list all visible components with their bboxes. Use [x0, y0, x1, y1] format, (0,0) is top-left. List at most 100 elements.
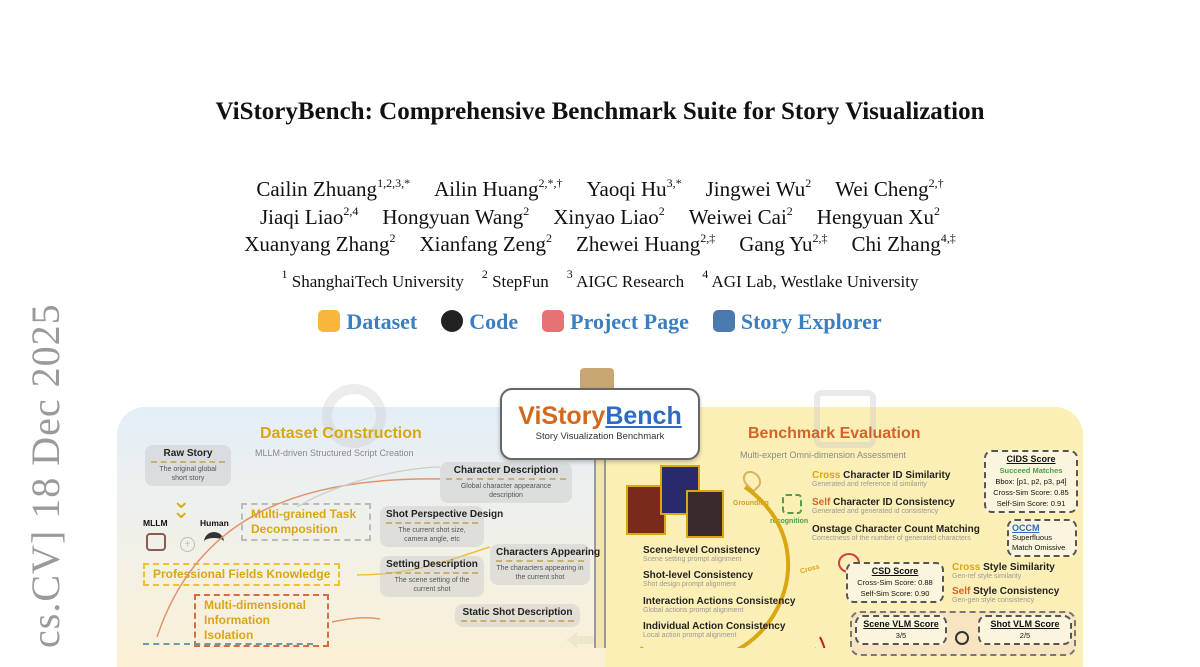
finder-icon: [814, 390, 876, 448]
author-name: Cailin Zhuang: [256, 177, 378, 201]
left-panel-subtitle: MLLM-driven Structured Script Creation: [255, 448, 414, 458]
author-affiliation-marks: 2: [389, 231, 396, 245]
affiliation-name: AIGC Research: [576, 272, 685, 291]
cross-arrow: [640, 485, 826, 648]
metric-title: Interaction Actions Consistency: [643, 596, 796, 607]
self-sim-score: Self-Sim Score: 0.91: [996, 499, 1066, 508]
affiliation: 1 ShanghaiTech University: [282, 268, 464, 291]
link-label: Story Explorer: [740, 309, 882, 334]
affiliation-name: AGI Lab, Westlake University: [711, 272, 919, 291]
arrow-left-icon: [566, 632, 594, 648]
affiliation-number: 4: [702, 267, 709, 281]
face-recognition-icon: [782, 494, 802, 514]
author-affiliation-marks: 1,2,3,*: [377, 176, 411, 190]
author-name: Chi Zhang: [851, 232, 941, 256]
link-label: Project Page: [570, 309, 689, 334]
author-name: Gang Yu: [739, 232, 813, 256]
mllm-label: MLLM: [143, 518, 168, 528]
story-image: [686, 490, 724, 538]
author-affiliation-marks: 4,‡: [940, 231, 956, 245]
logo-title-b: Bench: [605, 402, 682, 430]
author-affiliation-marks: 2: [934, 204, 941, 218]
metric-desc: Correctness of the number of generated c…: [812, 535, 971, 542]
metric-prefix: Cross: [812, 470, 841, 481]
author-name: Hongyuan Wang: [382, 205, 524, 229]
author: Gang Yu2,‡: [739, 232, 827, 256]
metric-title: Scene-level Consistency: [643, 545, 761, 556]
link-label: Dataset: [346, 309, 418, 334]
occm-label: Match Omissive: [1012, 543, 1066, 552]
affiliations: 1 ShanghaiTech University 2 StepFun 3 AIGC…: [0, 268, 1200, 292]
author: Cailin Zhuang1,2,3,*: [256, 177, 410, 201]
metric-desc: Global actions prompt alignment: [643, 607, 744, 614]
logo-subtitle: Story Visualization Benchmark: [535, 431, 665, 442]
metric-title: Individual Action Consistency: [643, 621, 786, 632]
logo-title-a: ViStory: [518, 402, 606, 430]
divider: [594, 407, 606, 648]
metric-title: Style Similarity: [980, 562, 1055, 573]
metric-prefix: Self: [952, 586, 971, 597]
affiliation: 3 AIGC Research: [567, 268, 685, 291]
box-title: Shot VLM Score: [990, 619, 1060, 629]
link-dataset[interactable]: Dataset: [318, 309, 417, 334]
card-desc: The scene setting of the current shot: [394, 577, 470, 593]
box-title: CIDS Score: [1006, 454, 1056, 464]
metric-title: Style Consistency: [970, 586, 1060, 597]
author-name: Xinyao Liao: [553, 205, 659, 229]
person-edit-icon: [204, 532, 224, 552]
card-title: Shot Perspective Design: [386, 509, 503, 524]
link-story-explorer[interactable]: Story Explorer: [712, 309, 882, 334]
cross-sim-score: Cross-Sim Score: 0.88: [857, 578, 933, 587]
link-code[interactable]: Code: [441, 309, 518, 334]
author: Jingwei Wu2: [706, 177, 812, 201]
metric-prefix: Cross: [952, 562, 981, 573]
vistorybench-logo: ViStoryBench Story Visualization Benchma…: [500, 388, 700, 460]
affiliation: 4 AGI Lab, Westlake University: [702, 268, 919, 291]
author-name: Yaoqi Hu: [586, 177, 667, 201]
author: Xuanyang Zhang2: [244, 232, 395, 256]
author: Jiaqi Liao2,4: [260, 205, 358, 229]
score-value: 2/5: [1019, 631, 1031, 640]
author: Yaoqi Hu3,*: [586, 177, 681, 201]
author-affiliation-marks: 2: [523, 204, 530, 218]
author-affiliation-marks: 2: [546, 231, 552, 245]
right-panel-subtitle: Multi-expert Omni-dimension Assessment: [740, 450, 907, 460]
card-desc: Global character appearance description: [460, 483, 552, 499]
author-name: Xuanyang Zhang: [244, 232, 390, 256]
metric-title: Onstage Character Count Matching: [812, 524, 980, 535]
gear-icon: [322, 384, 386, 448]
card-title: Character Description: [446, 465, 566, 480]
card-title: Static Shot Description: [461, 607, 574, 622]
author-name: Xianfang Zeng: [419, 232, 546, 256]
author: Chi Zhang4,‡: [852, 232, 956, 256]
metric-desc: Local action prompt alignment: [643, 632, 737, 639]
link-project-page[interactable]: Project Page: [542, 309, 689, 334]
author-name: Wei Cheng: [835, 177, 929, 201]
match-status: Succeed Matches: [999, 466, 1063, 475]
metric-desc: Shot design prompt alignment: [643, 581, 736, 588]
plus-icon: +: [180, 537, 195, 552]
knowledge-box: Professional Fields Knowledge: [143, 563, 341, 586]
affiliation-number: 2: [481, 267, 488, 281]
affiliation-name: StepFun: [492, 272, 549, 291]
card-title: Setting Description: [386, 559, 478, 574]
box-title: OCCM: [1012, 523, 1040, 533]
affiliation-name: ShanghaiTech University: [291, 272, 464, 291]
card-desc: The current shot size, camera angle, etc: [398, 527, 466, 543]
metric-desc: Gen-ref style similarity: [952, 573, 1022, 580]
self-sim-score: Self-Sim Score: 0.90: [860, 589, 930, 598]
author-affiliation-marks: 2,4: [343, 204, 359, 218]
metric-desc: Generated and generated id consistency: [812, 508, 939, 515]
explorer-icon: [712, 310, 735, 332]
